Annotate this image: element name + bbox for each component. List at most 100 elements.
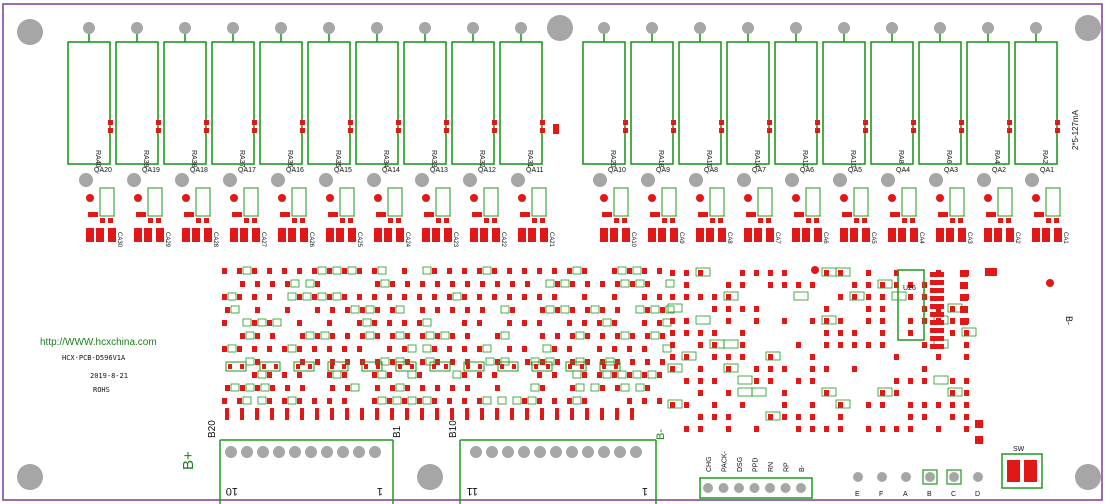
pad (376, 364, 380, 369)
resistor-hole (1030, 22, 1042, 34)
pad (985, 268, 997, 276)
pad (300, 128, 305, 133)
pad (610, 228, 618, 242)
smd-pad (712, 342, 717, 348)
resistor-label: RA36 (286, 150, 293, 168)
smd-pad (582, 268, 587, 274)
smd-outline (395, 331, 405, 340)
smd-pad (796, 378, 801, 384)
smd-pad (880, 330, 885, 336)
pad (863, 128, 868, 133)
smd-pad (462, 372, 467, 378)
smd-pad (567, 346, 572, 352)
smd-outline (317, 292, 327, 301)
pad (204, 120, 209, 125)
pad (911, 128, 916, 133)
resistor-hole (179, 22, 191, 34)
smd-pad (390, 385, 395, 391)
qa-label: QA16 (286, 167, 304, 174)
smd-pad (222, 320, 227, 326)
smd-pad (495, 408, 499, 420)
smd-outline (290, 279, 300, 288)
smd-pad (627, 268, 632, 274)
smd-pad (838, 294, 843, 300)
cap-label: CA6 (822, 232, 828, 244)
qa-label: QA15 (334, 167, 352, 174)
smd-pad (612, 294, 617, 300)
smd-pad (684, 330, 689, 336)
signal-label: PPD (753, 458, 760, 472)
resistor-label: RA14 (753, 150, 760, 168)
pad (546, 364, 550, 369)
smd-pad (627, 372, 632, 378)
pad (814, 218, 819, 223)
resistor-label: RA6 (945, 150, 952, 164)
smd-pad (852, 294, 857, 300)
smd-pad (417, 372, 422, 378)
smd-pad (462, 294, 467, 300)
pad (960, 282, 968, 289)
pad (671, 128, 676, 133)
smd-pad (768, 378, 773, 384)
smd-pad (255, 333, 260, 339)
smd-outline (230, 383, 240, 392)
smd-pad (642, 346, 647, 352)
pad (814, 228, 822, 242)
pad (540, 218, 545, 223)
smd-outline (422, 318, 432, 327)
smd-pad (402, 346, 407, 352)
pad (936, 228, 944, 242)
smd-pad (782, 390, 787, 396)
smd-pad (447, 346, 452, 352)
pad (388, 218, 393, 223)
smd-pad (852, 282, 857, 288)
smd-pad (698, 330, 703, 336)
qa-pad (470, 194, 478, 202)
smd-pad (480, 307, 485, 313)
smd-pad (420, 359, 425, 365)
smd-pad (645, 307, 650, 313)
resistor-hole (275, 22, 287, 34)
pad (623, 128, 628, 133)
smd-pad (357, 346, 362, 352)
smd-outline (377, 396, 387, 405)
smd-outline (245, 383, 255, 392)
smd-pad (360, 408, 364, 420)
pad (410, 364, 414, 369)
pad (292, 218, 297, 223)
pad (108, 128, 113, 133)
diode-outline (429, 361, 451, 372)
smd-outline (545, 305, 555, 314)
smd-outline (751, 387, 767, 397)
pad (815, 120, 820, 125)
smd-outline (590, 383, 600, 392)
qa-outline (661, 187, 677, 217)
smd-pad (824, 366, 829, 372)
b1-label: B1 (392, 425, 403, 438)
smd-pad (435, 307, 440, 313)
smd-outline (835, 399, 851, 409)
smd-pad (866, 294, 871, 300)
smd-pad (615, 307, 620, 313)
smd-pad (315, 281, 320, 287)
cap-label: CA24 (404, 232, 410, 248)
smd-pad (282, 372, 287, 378)
smd-pad (726, 282, 731, 288)
pad (252, 128, 257, 133)
smd-pad (345, 333, 350, 339)
smd-pad (327, 346, 332, 352)
smd-pad (810, 402, 815, 408)
pad (890, 212, 900, 217)
pad (540, 128, 545, 133)
smd-pad (810, 378, 815, 384)
smd-pad (567, 320, 572, 326)
smd-pad (670, 354, 675, 360)
qa-transistor-row: QA20CA30QA19CA29QA18CA28QA17CA27QA16CA26… (79, 167, 1068, 248)
board-rohs: ROHS (93, 386, 110, 394)
qa-pad (888, 194, 896, 202)
pad (623, 120, 628, 125)
pad (758, 218, 763, 223)
pad (252, 120, 257, 125)
pad (614, 364, 618, 369)
